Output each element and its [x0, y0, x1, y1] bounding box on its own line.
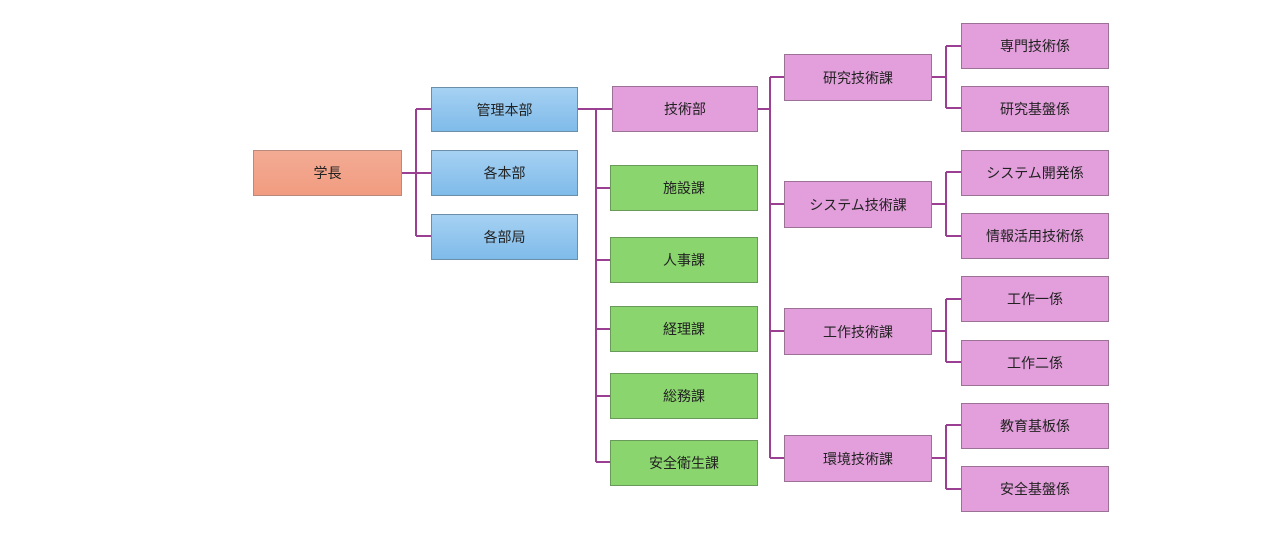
- node-unit-specialist: 専門技術係: [961, 23, 1109, 69]
- node-unit-workshop-1: 工作一係: [961, 276, 1109, 322]
- node-safety-health: 安全衛生課: [610, 440, 758, 486]
- node-hq-admin: 管理本部: [431, 87, 578, 132]
- node-unit-info-tech: 情報活用技術係: [961, 213, 1109, 259]
- node-general-affairs: 総務課: [610, 373, 758, 419]
- node-hq-main: 各本部: [431, 150, 578, 196]
- node-section-system: システム技術課: [784, 181, 932, 228]
- node-unit-workshop-2: 工作二係: [961, 340, 1109, 386]
- node-unit-safety-base: 安全基盤係: [961, 466, 1109, 512]
- node-unit-education-base: 教育基板係: [961, 403, 1109, 449]
- node-personnel: 人事課: [610, 237, 758, 283]
- connector-tech-sections: [758, 76, 784, 459]
- node-hq-departments: 各部局: [431, 214, 578, 260]
- node-section-workshop: 工作技術課: [784, 308, 932, 355]
- node-facilities: 施設課: [610, 165, 758, 211]
- connector-section-units-4: [932, 424, 961, 490]
- node-president: 学長: [253, 150, 402, 196]
- node-unit-system-dev: システム開発係: [961, 150, 1109, 196]
- node-section-environment: 環境技術課: [784, 435, 932, 482]
- connector-president-hq: [402, 108, 431, 237]
- node-section-research: 研究技術課: [784, 54, 932, 101]
- node-accounting: 経理課: [610, 306, 758, 352]
- node-tech-dept: 技術部: [612, 86, 758, 132]
- connector-hq-divisions: [578, 108, 612, 463]
- connector-section-units-2: [932, 171, 961, 237]
- connector-section-units-3: [932, 298, 961, 363]
- node-unit-research-base: 研究基盤係: [961, 86, 1109, 132]
- connector-section-units-1: [932, 45, 961, 109]
